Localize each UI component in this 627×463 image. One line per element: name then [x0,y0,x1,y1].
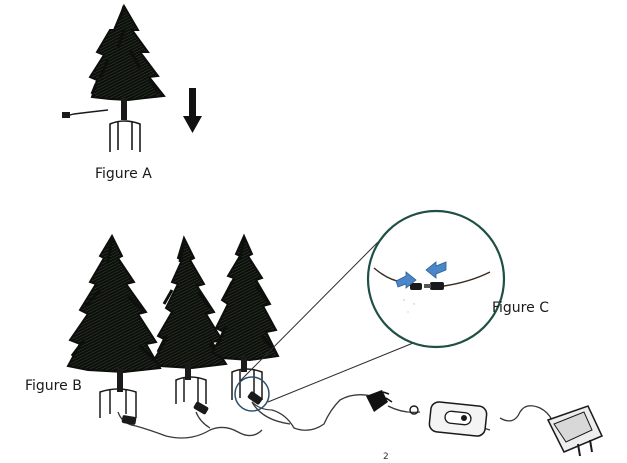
down-arrow-icon [183,88,202,133]
tree-trunk [121,98,127,120]
control-box-icon [428,401,488,437]
figure-a-label: Figure A [95,166,152,182]
wire-clip [409,405,419,415]
figure-a-tree [62,3,166,152]
connector-icon [193,401,209,415]
connector-icon [366,390,393,412]
connector-icon [121,415,137,425]
power-adapter-icon [546,405,604,457]
blue-arrow-icon [425,261,447,279]
figure-a-lead-wire [65,109,109,117]
page-number: 2 [383,452,389,462]
tree-trunk [241,356,247,372]
blue-arrow-icon [395,271,417,289]
figure-c-magnifier [366,209,506,349]
tree-icon [88,3,166,102]
connector-icon [247,391,263,405]
figure-c-specks [403,299,415,313]
stake-icon [99,388,137,418]
tree-icon [210,233,280,362]
figure-b-tree-middle [152,235,228,404]
connector-icon [410,282,444,290]
figure-c-wire-right [443,271,491,287]
figure-c-label: Figure C [492,300,549,316]
stake-icon [109,120,141,152]
tree-icon [152,235,228,370]
tree-icon [66,233,162,374]
tree-trunk [117,368,123,392]
tree-trunk [185,362,191,380]
magnify-source-circle [234,376,270,412]
figure-b-label: Figure B [25,378,82,394]
connector-icon [62,112,70,118]
stake-icon [175,376,207,404]
figure-b-tree-left [66,233,162,418]
figure-b-tree-right [210,233,280,400]
